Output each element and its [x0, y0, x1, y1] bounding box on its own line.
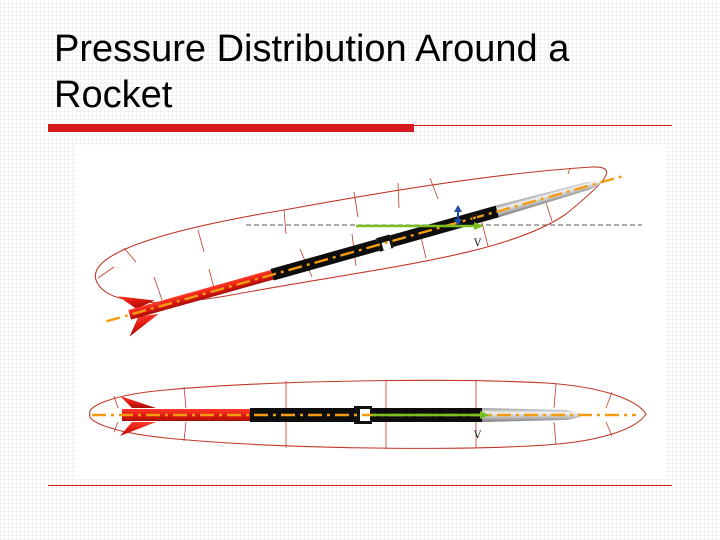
- angle-arrow-head-up: [454, 205, 462, 212]
- top-pressure-envelope: [94, 166, 608, 303]
- footer-rule: [48, 485, 672, 486]
- slide-title: Pressure Distribution Around a Rocket: [54, 26, 694, 118]
- top-rocket-body: [106, 174, 627, 337]
- top-velocity-label: V: [473, 238, 482, 249]
- slide-title-line-1: Pressure Distribution Around a: [54, 28, 570, 70]
- bottom-velocity-label: V: [473, 430, 482, 441]
- title-underline-thin: [414, 125, 672, 126]
- title-underline-thick: [48, 124, 414, 132]
- pressure-diagram-svg: α V: [89, 166, 647, 449]
- pressure-diagram: α V: [76, 146, 666, 479]
- bottom-pressure-vectors: [113, 380, 613, 449]
- angle-arrow-head-down: [454, 219, 462, 226]
- bottom-pressure-envelope: [89, 379, 647, 449]
- bottom-velocity-arrowhead: [480, 411, 490, 419]
- top-velocity-arrowhead: [474, 222, 484, 230]
- slide-title-line-2: Rocket: [54, 74, 173, 116]
- bottom-rocket-group: V: [89, 379, 647, 449]
- top-rocket-group: α V: [94, 166, 642, 337]
- alpha-label: α: [471, 209, 479, 223]
